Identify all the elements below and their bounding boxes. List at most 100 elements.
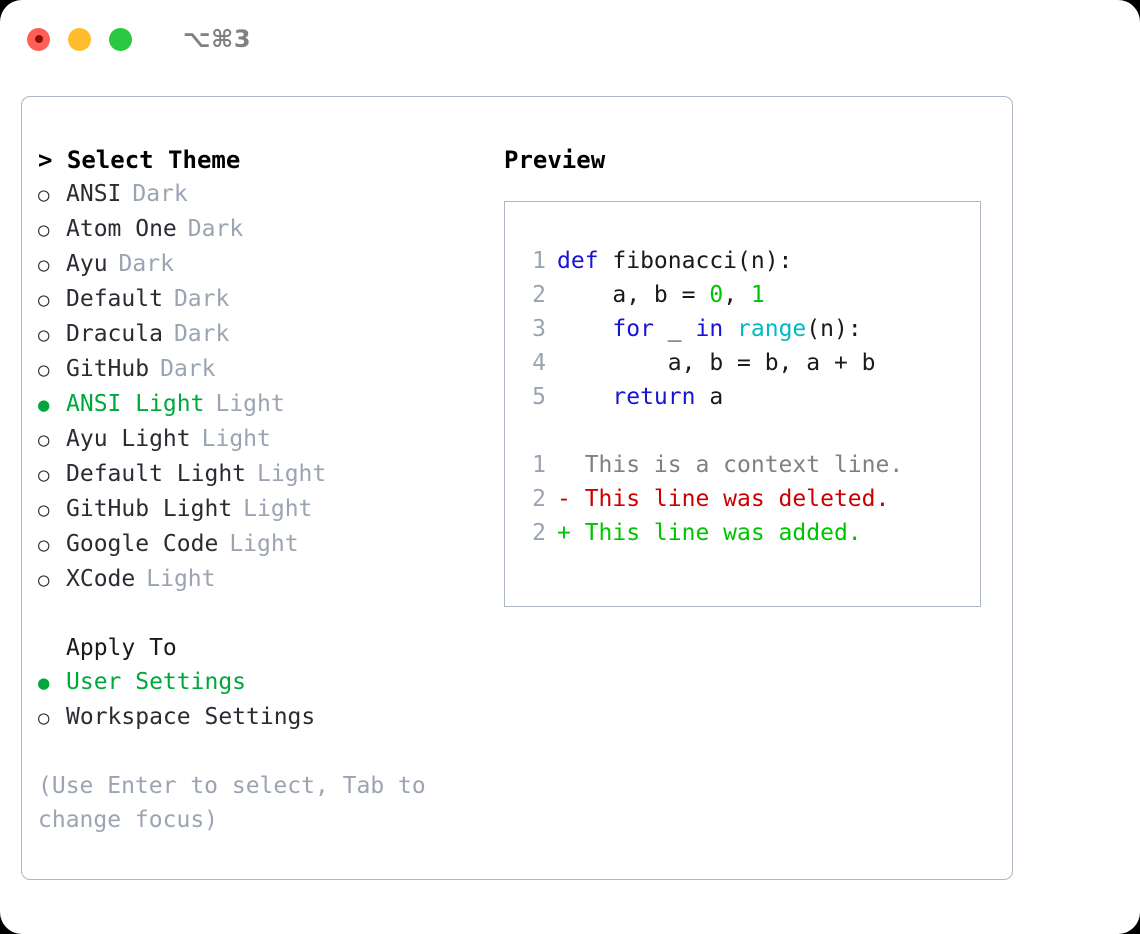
code-line-text: a, b = b, a + b <box>557 346 876 380</box>
theme-variant-label: Dark <box>187 216 244 242</box>
code-line-text: for _ in range(n): <box>557 312 862 346</box>
theme-list-item[interactable]: ○ Atom One Dark <box>38 212 487 247</box>
code-token: _ <box>653 316 696 342</box>
theme-name-label: GitHub <box>66 356 150 382</box>
code-token <box>557 384 612 410</box>
code-line-number: 3 <box>532 316 546 342</box>
theme-name-label: Dracula <box>66 321 163 347</box>
theme-name-label: Google Code <box>66 531 219 557</box>
code-token: a, b = <box>557 282 710 308</box>
code-line-text: return a <box>557 380 723 414</box>
theme-variant-label: Light <box>229 531 299 557</box>
code-line: 2 a, b = 0, 1 <box>505 278 980 312</box>
code-token: 0 <box>709 282 724 308</box>
radio-unselected-icon[interactable]: ○ <box>38 254 50 276</box>
code-token <box>557 316 612 342</box>
radio-unselected-icon[interactable]: ○ <box>38 569 50 591</box>
diff-line-text: + This line was added. <box>557 520 862 546</box>
code-token: range <box>737 316 807 342</box>
diff-line-text: - This line was deleted. <box>557 486 890 512</box>
code-line: 4 a, b = b, a + b <box>505 346 980 380</box>
radio-selected-icon[interactable]: ● <box>38 672 50 694</box>
code-token: in <box>695 316 724 342</box>
window-titlebar: ⌥⌘3 <box>0 0 1140 78</box>
theme-variant-label: Dark <box>132 181 188 207</box>
theme-name-label: ANSI <box>66 181 122 207</box>
code-token: , <box>723 282 751 308</box>
theme-list-item[interactable]: ○ Ayu Dark <box>38 247 487 282</box>
apply-to-list[interactable]: ● User Settings ○ Workspace Settings <box>38 665 487 735</box>
diff-line-number: 1 <box>532 452 546 478</box>
list-spacer <box>38 597 487 631</box>
theme-list-item[interactable]: ○ ANSI Dark <box>38 177 487 212</box>
apply-to-label: Workspace Settings <box>66 704 316 730</box>
radio-unselected-icon[interactable]: ○ <box>38 289 50 311</box>
theme-name-label: Ayu <box>66 251 108 277</box>
radio-unselected-icon[interactable]: ○ <box>38 184 50 206</box>
apply-to-item[interactable]: ● User Settings <box>38 665 487 700</box>
code-token: return <box>612 384 696 410</box>
theme-variant-label: Dark <box>118 251 174 277</box>
zoom-window-button[interactable] <box>109 27 132 51</box>
diff-line: 2 - This line was deleted. <box>505 482 980 516</box>
preview-header: Preview <box>504 146 606 174</box>
apply-to-label: User Settings <box>66 669 247 695</box>
theme-name-label: GitHub Light <box>66 496 233 522</box>
code-line-number: 1 <box>532 248 546 274</box>
theme-name-label: Atom One <box>66 216 177 242</box>
theme-list-item[interactable]: ○ XCode Light <box>38 562 487 597</box>
theme-list-item[interactable]: ○ GitHub Dark <box>38 352 487 387</box>
radio-unselected-icon[interactable]: ○ <box>38 464 50 486</box>
radio-unselected-icon[interactable]: ○ <box>38 499 50 521</box>
keyboard-shortcut-label: ⌥⌘3 <box>183 25 252 53</box>
theme-variant-label: Dark <box>160 356 216 382</box>
code-token: def <box>557 248 599 274</box>
theme-name-label: XCode <box>66 566 136 592</box>
code-token: (n): <box>806 316 862 342</box>
theme-variant-label: Light <box>257 461 327 487</box>
theme-variant-label: Light <box>146 566 216 592</box>
minimize-window-button[interactable] <box>68 27 91 51</box>
diff-line-number: 2 <box>532 486 546 512</box>
close-window-button[interactable] <box>27 27 50 51</box>
theme-name-label: Ayu Light <box>66 426 191 452</box>
code-line: 5 return a <box>505 380 980 414</box>
traffic-light-group <box>27 27 132 51</box>
radio-unselected-icon[interactable]: ○ <box>38 429 50 451</box>
radio-unselected-icon[interactable]: ○ <box>38 359 50 381</box>
radio-unselected-icon[interactable]: ○ <box>38 324 50 346</box>
radio-selected-icon[interactable]: ● <box>38 394 50 416</box>
code-token: 1 <box>750 282 765 308</box>
code-token: for <box>612 316 654 342</box>
code-token: a <box>695 384 724 410</box>
code-line-number: 5 <box>532 384 546 410</box>
theme-list-item[interactable]: ○ Google Code Light <box>38 527 487 562</box>
radio-unselected-icon[interactable]: ○ <box>38 534 50 556</box>
code-line-number: 2 <box>532 282 546 308</box>
preview-spacer <box>505 414 980 448</box>
theme-name-label: ANSI Light <box>66 391 205 417</box>
code-line-text: a, b = 0, 1 <box>557 278 765 312</box>
code-token: fibonacci(n): <box>598 248 793 274</box>
apply-to-item[interactable]: ○ Workspace Settings <box>38 700 487 735</box>
theme-name-label: Default <box>66 286 163 312</box>
code-line: 3 for _ in range(n): <box>505 312 980 346</box>
apply-to-header: Apply To <box>66 635 177 661</box>
diff-line: 2+ This line was added. <box>505 516 980 550</box>
radio-unselected-icon[interactable]: ○ <box>38 707 50 729</box>
radio-unselected-icon[interactable]: ○ <box>38 219 50 241</box>
diff-line: 1 This is a context line. <box>505 448 980 482</box>
keyboard-hint-text: (Use Enter to select, Tab to change focu… <box>38 773 426 833</box>
